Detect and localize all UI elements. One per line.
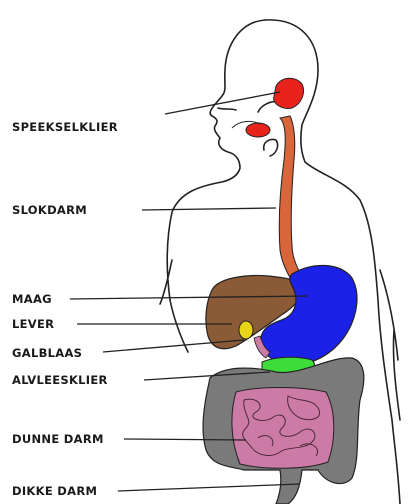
label-dunne-darm: DUNNE DARM: [12, 432, 104, 446]
label-slokdarm: SLOKDARM: [12, 203, 87, 217]
label-lever: LEVER: [12, 317, 54, 331]
label-dikke-darm: DIKKE DARM: [12, 484, 97, 498]
small-intestine: [232, 388, 334, 469]
label-maag: MAAG: [12, 292, 52, 306]
label-alvleesklier: ALVLEESKLIER: [12, 373, 108, 387]
gallbladder: [239, 321, 253, 339]
label-speekselklier: SPEEKSELKLIER: [12, 120, 118, 134]
esophagus: [279, 116, 306, 288]
label-galblaas: GALBLAAS: [12, 346, 82, 360]
